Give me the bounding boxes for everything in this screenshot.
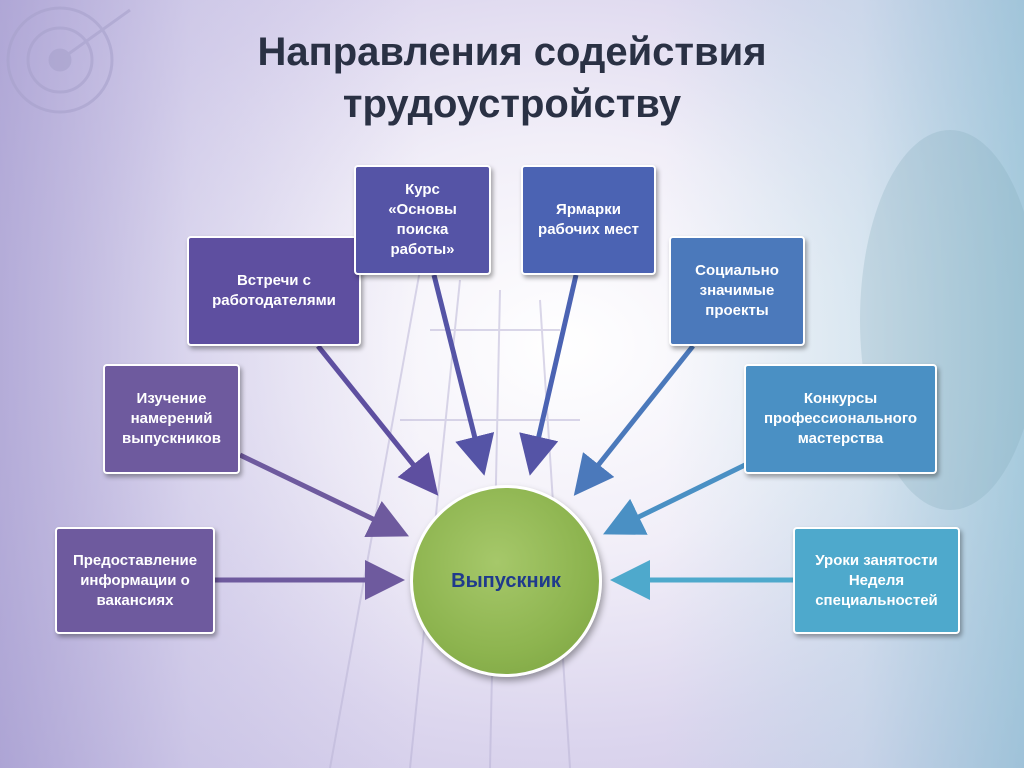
- arrow-job-fairs: [519, 274, 579, 476]
- center-node-label: Выпускник: [451, 569, 561, 592]
- node-job-fairs: Ярмарки рабочих мест: [521, 165, 656, 275]
- arrow-skills-contests: [603, 462, 747, 535]
- node-skills-contests: Конкурсы профессионального мастерства: [744, 364, 937, 474]
- node-employment-lessons: Уроки занятости Неделя специальностей: [793, 527, 960, 634]
- node-label: Уроки занятости Неделя специальностей: [815, 551, 938, 609]
- arrow-job-search-course: [431, 274, 495, 476]
- node-label: Предоставление информации о вакансиях: [72, 551, 198, 609]
- gear-icon: [6, 6, 131, 114]
- node-label: Курс «Основы поиска работы»: [388, 181, 457, 258]
- node-label: Конкурсы профессионального мастерства: [763, 390, 918, 447]
- arrow-employer-meetings: [316, 344, 439, 496]
- page-title-line-2: трудоустройству: [342, 82, 682, 126]
- node-label: Изучение намерений выпускников: [122, 390, 221, 447]
- arrow-graduate-intentions: [238, 452, 410, 538]
- node-job-search-course: Курс «Основы поиска работы»: [354, 165, 491, 275]
- node-graduate-intentions: Изучение намерений выпускников: [103, 364, 240, 474]
- node-label: Ярмарки рабочих мест: [538, 201, 639, 238]
- page-title: Направления содействия трудоустройству: [0, 26, 1024, 130]
- page-title-line-1: Направления содействия: [257, 30, 767, 74]
- center-node-graduate: Выпускник: [410, 485, 602, 677]
- node-employer-meetings: Встречи с работодателями: [187, 236, 361, 346]
- node-label: Встречи с работодателями: [212, 272, 336, 309]
- node-label: Социально значимые проекты: [695, 262, 779, 319]
- node-info-vacancies: Предоставление информации о вакансиях: [55, 527, 215, 634]
- arrow-social-projects: [573, 344, 695, 496]
- node-social-projects: Социально значимые проекты: [669, 236, 805, 346]
